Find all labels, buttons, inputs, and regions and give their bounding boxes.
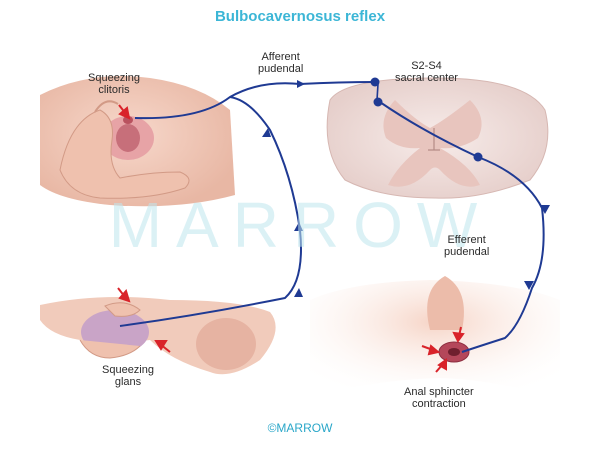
nerve-arrowhead [540, 205, 550, 214]
label-line: glans [114, 376, 142, 388]
motor-branch-path [376, 83, 379, 101]
squeeze-arrow-glans-bottom [154, 340, 171, 353]
male-glans-illustration [40, 296, 276, 375]
label-squeezing-clitoris: Squeezing clitoris [88, 72, 140, 96]
label-efferent-pudendal: Efferent pudendal [444, 234, 489, 258]
label-line: pudendal [444, 246, 490, 258]
contraction-arrow-lower [435, 358, 447, 373]
label-line: Anal sphincter [404, 386, 474, 398]
label-line: pudendal [258, 63, 304, 75]
diagram-title: Bulbocavernosus reflex [214, 8, 386, 25]
label-line: Afferent [261, 51, 300, 63]
label-line: Squeezing [102, 364, 154, 376]
nerve-arrowhead [524, 281, 534, 290]
footer-credit: ©MARROW [267, 421, 333, 435]
label-line: Efferent [447, 234, 486, 246]
label-line: contraction [411, 398, 466, 410]
label-anal-sphincter: Anal sphincter contraction [404, 386, 474, 410]
nerve-arrowhead [294, 222, 303, 231]
label-afferent-pudendal: Afferent pudendal [258, 51, 303, 75]
nerve-arrowhead [262, 128, 271, 137]
label-line: sacral center [395, 72, 458, 84]
label-line: S2-S4 [411, 60, 442, 72]
afferent-from-glans-path [119, 96, 302, 327]
afferent-pudendal-path [134, 81, 376, 120]
nerve-pathway [119, 77, 550, 353]
label-line: clitoris [98, 84, 130, 96]
contraction-arrow-left [421, 344, 441, 356]
female-perineum-illustration [40, 76, 235, 207]
squeeze-arrow-glans-top [117, 287, 131, 303]
nerve-arrowhead [297, 80, 305, 88]
squeeze-arrow-clitoris [118, 104, 131, 120]
label-line: Squeezing [88, 72, 140, 84]
afferent-synapse-dot [370, 77, 380, 87]
motor-neuron-dot [473, 152, 483, 162]
red-indicator-arrows [117, 104, 465, 373]
efferent-pudendal-path [376, 99, 545, 353]
nerve-arrowhead [294, 288, 303, 297]
label-sacral-center: S2-S4 sacral center [395, 60, 458, 84]
watermark: MARROW [108, 189, 492, 261]
interneuron-dot [373, 97, 383, 107]
label-squeezing-glans: Squeezing glans [102, 364, 154, 388]
contraction-arrow-top [452, 326, 465, 343]
anal-region-illustration [310, 276, 560, 400]
spinal-cord-section [326, 77, 549, 199]
